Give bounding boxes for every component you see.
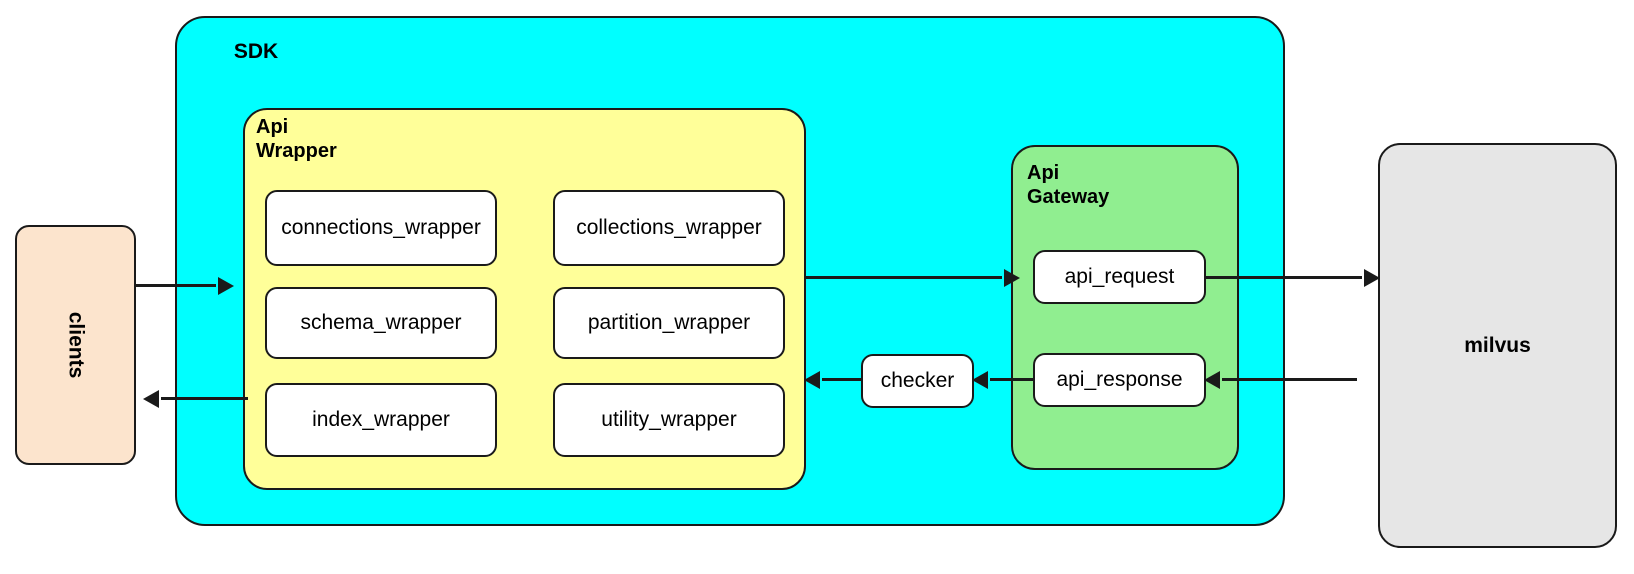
node-milvus-label: milvus <box>1464 333 1531 357</box>
node-collections-wrapper[interactable]: collections_wrapper <box>553 190 785 266</box>
node-checker[interactable]: checker <box>861 354 974 408</box>
node-api-request-label: api_request <box>1064 265 1175 288</box>
group-sdk-label: SDK <box>233 40 279 63</box>
node-utility-wrapper-label: utility_wrapper <box>601 408 737 431</box>
node-utility-wrapper[interactable]: utility_wrapper <box>553 383 785 457</box>
arrow-checker-to-api-wrapper <box>822 378 861 381</box>
node-partition-wrapper-label: partition_wrapper <box>587 311 751 334</box>
node-partition-wrapper[interactable]: partition_wrapper <box>553 287 785 359</box>
node-index-wrapper-label: index_wrapper <box>312 408 450 431</box>
node-checker-label: checker <box>880 369 955 392</box>
node-clients[interactable]: clients <box>15 225 136 465</box>
arrow-clients-to-api-wrapper <box>136 284 216 287</box>
group-api-gateway-label: Api Gateway <box>1027 162 1110 208</box>
arrow-api-wrapper-to-clients <box>161 397 248 400</box>
node-schema-wrapper-label: schema_wrapper <box>300 311 462 334</box>
node-api-response-label: api_response <box>1056 368 1183 391</box>
node-collections-wrapper-label: collections_wrapper <box>576 216 762 239</box>
arrow-api-wrapper-to-api-gateway <box>806 276 1002 279</box>
node-clients-label: clients <box>64 311 88 379</box>
group-api-wrapper-label: Api Wrapper <box>256 116 337 162</box>
node-milvus[interactable]: milvus <box>1378 143 1617 548</box>
arrow-api-response-to-checker <box>990 378 1033 381</box>
node-index-wrapper[interactable]: index_wrapper <box>265 383 497 457</box>
node-api-request[interactable]: api_request <box>1033 250 1206 304</box>
node-connections-wrapper[interactable]: connections_wrapper <box>265 190 497 266</box>
group-api-gateway <box>1011 145 1239 470</box>
arrow-milvus-to-api-response <box>1222 378 1357 381</box>
node-schema-wrapper[interactable]: schema_wrapper <box>265 287 497 359</box>
arrow-api-request-to-milvus <box>1206 276 1362 279</box>
node-api-response[interactable]: api_response <box>1033 353 1206 407</box>
node-connections-wrapper-label: connections_wrapper <box>281 216 481 239</box>
